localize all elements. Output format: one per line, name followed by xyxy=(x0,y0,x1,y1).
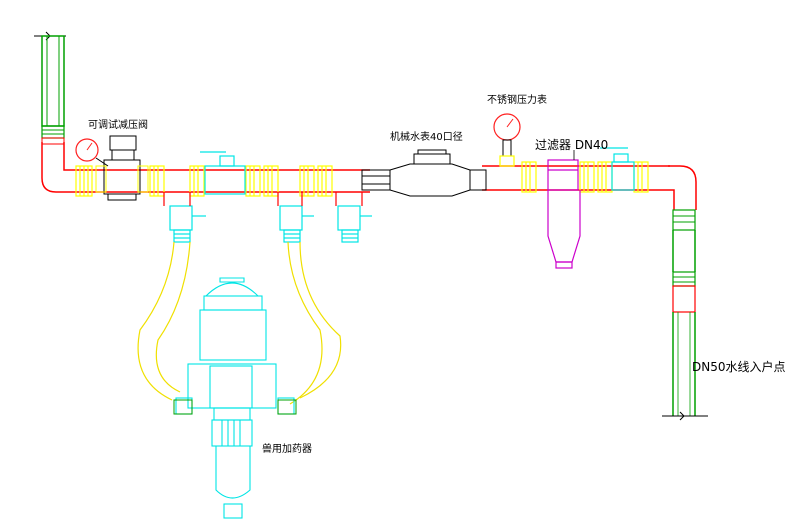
dosing-pump-couplers xyxy=(173,399,297,415)
branch-valve-3 xyxy=(337,205,372,243)
filter-dn40 xyxy=(547,159,581,269)
branch-valve-2 xyxy=(279,205,314,243)
label-pressure-valve: 可调试减压阀 xyxy=(88,120,148,131)
right-elbow-pipe xyxy=(662,165,708,421)
couplings xyxy=(75,161,649,197)
label-pressure-gauge: 不锈钢压力表 xyxy=(487,95,547,106)
branch-valve-1 xyxy=(169,205,206,243)
pressure-gauge xyxy=(493,113,521,167)
label-water-meter: 机械水表40口径 xyxy=(390,132,463,143)
ball-valve-2 xyxy=(600,147,635,191)
label-inlet: DN50水线入户点 xyxy=(692,360,786,374)
dosing-pump xyxy=(175,277,295,519)
ball-valve-1 xyxy=(200,151,246,195)
left-elbow-pipe xyxy=(41,137,80,193)
water-meter xyxy=(361,149,487,197)
label-dosing-pump: 兽用加药器 xyxy=(262,444,312,455)
dosing-hoses xyxy=(137,241,342,405)
riser-pipe-top-left xyxy=(34,31,66,139)
label-filter: 过滤器 DN40 xyxy=(535,138,609,152)
branch-pipes xyxy=(163,192,363,206)
pressure-reducing-valve xyxy=(75,135,149,201)
